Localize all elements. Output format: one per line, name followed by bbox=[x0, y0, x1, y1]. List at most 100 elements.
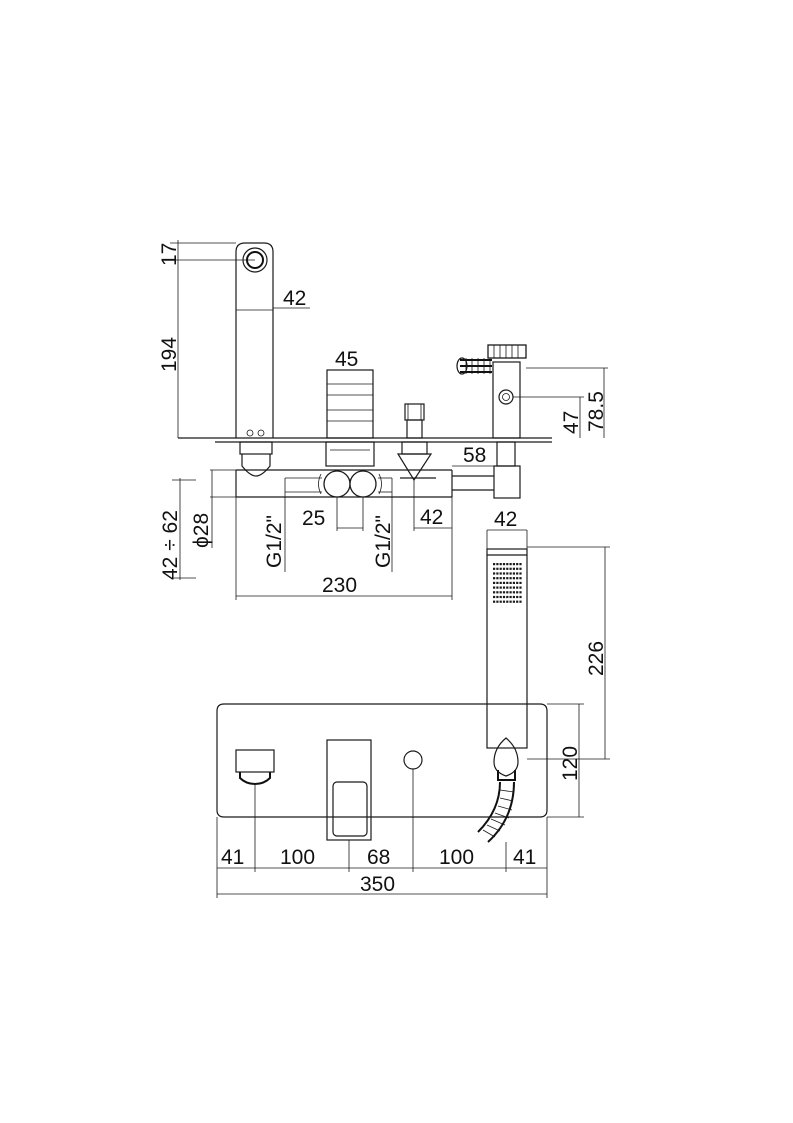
nozzle-dot bbox=[509, 600, 512, 603]
dim-thread-left: G1/2" bbox=[263, 515, 286, 568]
nozzle-dot bbox=[502, 591, 506, 594]
nozzle-dot bbox=[519, 600, 522, 603]
nozzle-dot bbox=[499, 572, 502, 575]
nozzle-dot bbox=[512, 563, 515, 566]
nozzle-dot bbox=[519, 572, 522, 575]
nozzle-dot bbox=[502, 586, 506, 589]
nozzle-dot bbox=[506, 600, 509, 603]
hose-outlet bbox=[493, 737, 519, 777]
nozzle-dot bbox=[512, 600, 515, 603]
nozzle-dot bbox=[499, 581, 502, 584]
nozzle-dot bbox=[506, 577, 509, 580]
spout-outlet bbox=[235, 749, 275, 773]
nozzle-dot bbox=[493, 600, 496, 603]
nozzle-dot bbox=[502, 595, 506, 599]
nozzle-dot bbox=[499, 563, 502, 566]
dim-47: 47 bbox=[560, 411, 583, 434]
dim-78-5: 78.5 bbox=[585, 391, 608, 432]
dim-phi-28: ϕ28 bbox=[190, 513, 213, 548]
nozzle-dot bbox=[516, 600, 519, 603]
dim-45: 45 bbox=[335, 348, 358, 371]
inlet-right-icon bbox=[349, 470, 377, 498]
nozzle-dot bbox=[519, 581, 522, 584]
nozzle-dot bbox=[516, 595, 519, 599]
nozzle-dot bbox=[512, 577, 515, 580]
nozzle-dot bbox=[499, 586, 502, 589]
nozzle-dot bbox=[496, 572, 499, 575]
dim-120: 120 bbox=[559, 746, 582, 781]
dim-17: 17 bbox=[158, 243, 181, 266]
nozzle-dot bbox=[506, 581, 509, 584]
shower-holder bbox=[456, 344, 527, 499]
nozzle-dot bbox=[516, 586, 519, 589]
nozzle-dot bbox=[506, 572, 509, 575]
nozzle-dot bbox=[509, 577, 512, 580]
nozzle-dot bbox=[512, 572, 515, 575]
nozzle-dot bbox=[519, 567, 522, 570]
nozzle-dot bbox=[493, 595, 496, 599]
nozzle-dot bbox=[519, 586, 522, 589]
spout bbox=[235, 242, 274, 477]
nozzle-dot bbox=[506, 591, 509, 594]
nozzle-dot bbox=[493, 577, 496, 580]
nozzle-dot bbox=[516, 563, 519, 566]
cover-plate bbox=[216, 703, 548, 818]
front-view: 120 41 100 68 100 41 350 bbox=[216, 703, 584, 898]
dim-42-handshower: 42 bbox=[494, 508, 517, 531]
side-dimensions: 17 194 42 45 78.5 47 58 42 ÷ 62 bbox=[158, 240, 608, 600]
dim-41-right: 41 bbox=[513, 846, 536, 869]
nozzle-dot bbox=[499, 591, 502, 594]
nozzle-dot bbox=[493, 572, 496, 575]
dim-thread-right: G1/2" bbox=[372, 515, 395, 568]
nozzle-grid-icon bbox=[493, 563, 522, 603]
nozzle-dot bbox=[502, 600, 506, 603]
dim-100-right: 100 bbox=[439, 846, 474, 869]
dim-230: 230 bbox=[322, 574, 357, 597]
dim-100-left: 100 bbox=[280, 846, 315, 869]
nozzle-dot bbox=[502, 577, 506, 580]
nozzle-dot bbox=[506, 563, 509, 566]
nozzle-dot bbox=[502, 581, 506, 584]
nozzle-dot bbox=[509, 591, 512, 594]
nozzle-dot bbox=[512, 581, 515, 584]
nozzle-dot bbox=[519, 563, 522, 566]
nozzle-dot bbox=[499, 577, 502, 580]
dim-68: 68 bbox=[367, 846, 390, 869]
nozzle-dot bbox=[509, 572, 512, 575]
nozzle-dot bbox=[496, 595, 499, 599]
nozzle-dot bbox=[499, 600, 502, 603]
nozzle-dot bbox=[496, 567, 499, 570]
nozzle-dot bbox=[509, 586, 512, 589]
mixer-body bbox=[325, 369, 375, 467]
nozzle-dot bbox=[493, 591, 496, 594]
nozzle-dot bbox=[516, 581, 519, 584]
nozzle-dot bbox=[512, 595, 515, 599]
nozzle-dot bbox=[506, 595, 509, 599]
hand-shower: 42 226 bbox=[486, 508, 610, 760]
diverter-knob-icon bbox=[403, 750, 423, 770]
nozzle-dot bbox=[509, 567, 512, 570]
nozzle-dot bbox=[509, 595, 512, 599]
nozzle-dot bbox=[519, 577, 522, 580]
hose bbox=[477, 781, 501, 833]
dim-350: 350 bbox=[360, 873, 395, 896]
dim-25: 25 bbox=[302, 507, 325, 530]
nozzle-dot bbox=[496, 577, 499, 580]
dim-58: 58 bbox=[463, 444, 486, 467]
nozzle-dot bbox=[519, 595, 522, 599]
dim-226: 226 bbox=[585, 641, 608, 676]
dim-41-left: 41 bbox=[221, 846, 244, 869]
nozzle-dot bbox=[493, 581, 496, 584]
nozzle-dot bbox=[502, 567, 506, 570]
nozzle-dot bbox=[512, 567, 515, 570]
nozzle-dot bbox=[516, 572, 519, 575]
nozzle-dot bbox=[493, 586, 496, 589]
nozzle-dot bbox=[493, 567, 496, 570]
dim-194: 194 bbox=[158, 337, 181, 372]
nozzle-dot bbox=[519, 591, 522, 594]
pipe-body bbox=[235, 469, 494, 498]
nozzle-dot bbox=[506, 567, 509, 570]
nozzle-dot bbox=[502, 572, 506, 575]
diverter bbox=[396, 403, 433, 482]
